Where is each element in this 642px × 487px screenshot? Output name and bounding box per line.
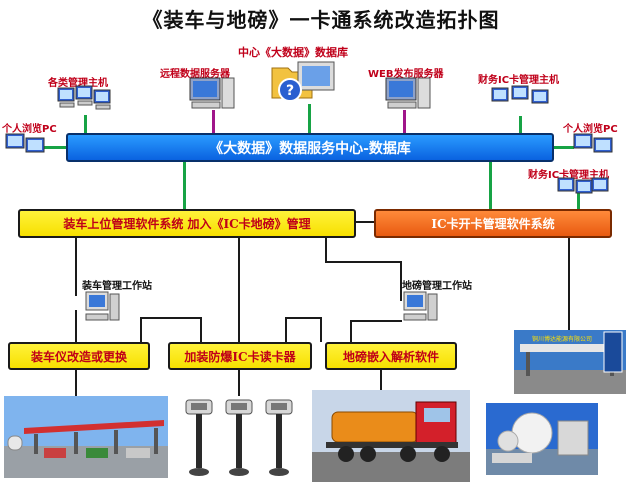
label-finance-host-right: 财务IC卡管理主机 xyxy=(528,170,610,181)
label-pc-right: 个人浏览PC xyxy=(563,124,618,135)
pc-left-icon xyxy=(5,133,45,153)
remote-server-icon xyxy=(189,77,235,109)
link-finance-ic xyxy=(577,186,580,210)
link-upper-reader xyxy=(238,236,240,342)
loading-station-photo xyxy=(4,396,168,478)
link-reader-scale-a xyxy=(285,317,287,342)
label-finance-host-top: 财务IC卡管理主机 xyxy=(478,75,560,86)
link-bus-upper xyxy=(183,160,186,210)
label-load-ws: 装车管理工作站 xyxy=(82,281,152,292)
link-ic-station xyxy=(568,236,570,330)
link-reader-scale-c xyxy=(320,317,322,342)
web-server-icon xyxy=(385,77,431,109)
diagram-title: 《装车与地磅》一卡通系统改造拓扑图 xyxy=(142,8,500,32)
link-instr-reader-c xyxy=(200,317,202,342)
scale-software-box: 地磅嵌入解析软件 xyxy=(325,342,457,370)
upper-software-box: 装车上位管理软件系统 加入《IC卡地磅》管理 xyxy=(18,209,356,238)
truck-scale-photo xyxy=(312,390,470,482)
label-remote-server: 远程数据服务器 xyxy=(160,69,230,80)
link-upper-scale-a xyxy=(325,236,327,262)
link-bus-ic xyxy=(489,160,492,210)
link-host-all xyxy=(84,115,87,135)
link-upper-ic xyxy=(352,221,376,223)
pc-right-icon xyxy=(573,133,613,153)
link-upper-loadws xyxy=(75,236,77,296)
link-pc-right xyxy=(550,146,574,149)
link-instr-reader-a xyxy=(140,317,142,342)
link-scalews-scalesw-h xyxy=(350,320,402,322)
load-workstation-icon xyxy=(85,291,120,321)
link-web-server xyxy=(403,110,406,135)
scale-workstation-icon xyxy=(403,291,438,321)
storage-tanks-photo xyxy=(486,403,598,475)
data-center-bus: 《大数据》数据服务中心-数据库 xyxy=(66,133,554,162)
label-pc-left: 个人浏览PC xyxy=(2,124,57,135)
link-reader-photo xyxy=(238,368,240,398)
link-upper-scale-c xyxy=(400,261,402,301)
reader-box: 加装防爆IC卡读卡器 xyxy=(168,342,312,370)
ic-software-box: IC卡开卡管理软件系统 xyxy=(374,209,612,238)
link-finance-host xyxy=(519,116,522,135)
instrument-box: 装车仪改造或更换 xyxy=(8,342,150,370)
station-sign-text: 铜川博达能源有限公司 xyxy=(532,335,592,343)
link-scalews-scalesw xyxy=(350,320,352,342)
link-reader-scale-b xyxy=(285,317,320,319)
label-host-all: 各类管理主机 xyxy=(48,78,108,89)
link-instr-photo xyxy=(75,368,77,398)
finance-computers-icon xyxy=(491,85,549,104)
link-pc-left xyxy=(44,146,68,149)
center-database-icon: ? xyxy=(271,61,335,102)
label-center-db: 中心《大数据》数据库 xyxy=(238,46,348,59)
link-scalesw-photo xyxy=(380,368,382,392)
host-computers-icon xyxy=(57,85,111,110)
link-center-db xyxy=(308,104,311,135)
link-loadws-instrument xyxy=(75,310,77,342)
svg-text:?: ? xyxy=(286,83,294,99)
card-readers-photo xyxy=(180,396,300,480)
link-upper-scale-b xyxy=(325,261,401,263)
label-web-server: WEB发布服务器 xyxy=(368,69,444,80)
label-scale-ws: 地磅管理工作站 xyxy=(402,281,472,292)
finance-host-right-icon xyxy=(557,177,609,194)
ic-station-photo: 铜川博达能源有限公司 xyxy=(514,330,626,394)
link-remote-server xyxy=(212,110,215,135)
link-instr-reader-b xyxy=(140,317,200,319)
